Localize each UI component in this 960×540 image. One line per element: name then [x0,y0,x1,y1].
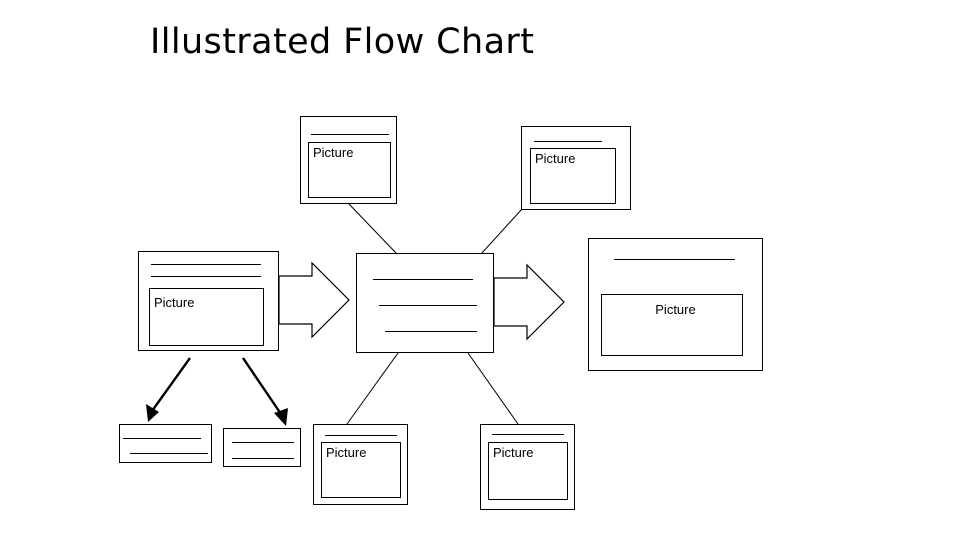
node-rule-1 [232,442,294,443]
connector-center-to-bottom-right [467,352,519,425]
node-label: Picture [326,445,367,460]
block-arrow-left-to-center [278,261,350,339]
node-rule-2 [379,305,477,306]
node-left-picture[interactable]: Picture [138,251,279,351]
node-bottom-picture-right[interactable]: Picture [480,424,575,510]
connector-top-left-to-center [347,202,398,255]
node-rule-1 [123,438,201,439]
block-arrow-center-to-right [493,263,565,341]
node-image-frame [308,142,391,198]
connector-center-to-bottom-left [346,352,399,425]
node-rule-2 [232,458,294,459]
node-center-document[interactable] [356,253,494,353]
node-rule [311,134,389,135]
node-bottom-picture-left[interactable]: Picture [313,424,408,505]
node-bottom-small-left[interactable] [119,424,212,463]
node-top-right-picture[interactable]: Picture [521,126,631,210]
node-rule-1 [151,264,261,265]
node-rule-1 [373,279,473,280]
node-image-frame [530,148,616,204]
node-label: Picture [313,145,354,160]
node-rule-3 [385,331,477,332]
node-rule [492,434,564,435]
node-image-frame [488,442,568,500]
node-rule [614,259,735,260]
connector-top-right-to-center [480,208,523,255]
node-rule [534,141,602,142]
node-rule-2 [130,453,208,454]
node-label: Picture [655,302,696,317]
node-label: Picture [154,295,195,310]
node-image-frame [601,294,743,356]
node-label: Picture [493,445,534,460]
node-bottom-small-right[interactable] [223,428,301,467]
node-top-left-picture[interactable]: Picture [300,116,397,204]
arrow-left-to-small-right [242,357,288,426]
node-rule [325,435,397,436]
node-rule-2 [151,276,261,277]
node-label: Picture [535,151,576,166]
arrow-left-to-small-left [146,357,191,422]
node-image-frame [321,442,401,498]
node-right-picture[interactable]: Picture [588,238,763,371]
node-image-frame [149,288,264,346]
page-title: Illustrated Flow Chart [150,22,535,62]
